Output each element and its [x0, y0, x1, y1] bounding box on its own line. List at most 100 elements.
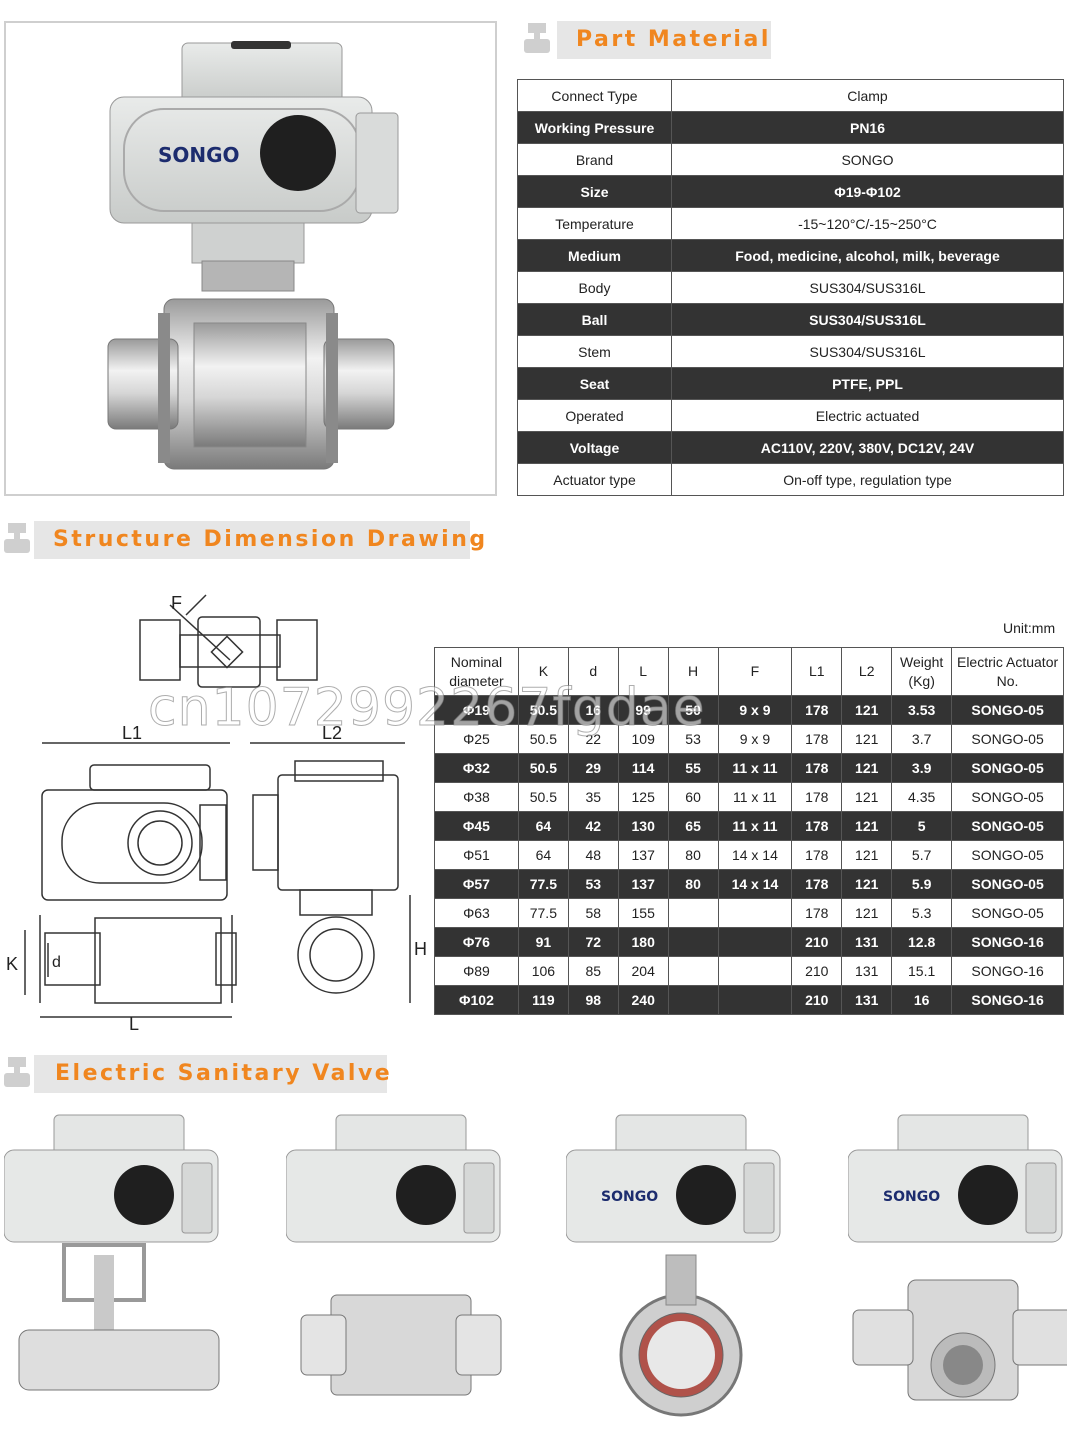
- table-cell: 178: [791, 811, 843, 841]
- hero-product-photo: SONGO: [4, 21, 497, 496]
- table-cell: [667, 956, 719, 986]
- table-cell: 77.5: [517, 869, 569, 899]
- table-cell: Φ76: [434, 927, 519, 957]
- table-cell: 178: [791, 869, 843, 899]
- table-cell: 35: [567, 782, 619, 812]
- section-title: Part Material: [576, 27, 771, 52]
- table-cell: 9 x 9: [717, 724, 793, 754]
- table-cell: 3.9: [891, 753, 953, 783]
- table-cell: 121: [841, 695, 893, 725]
- table-cell: 121: [841, 898, 893, 928]
- table-cell: Φ45: [434, 811, 519, 841]
- unit-label: Unit:mm: [1003, 620, 1056, 636]
- section-title: Structure Dimension Drawing: [53, 527, 488, 552]
- table-cell: 178: [791, 782, 843, 812]
- table-cell: 178: [791, 840, 843, 870]
- table-cell: Φ102: [434, 985, 519, 1015]
- table-cell: 210: [791, 956, 843, 986]
- table-cell: 3.7: [891, 724, 953, 754]
- table-cell: 119: [517, 985, 569, 1015]
- table-cell: 204: [617, 956, 669, 986]
- table-cell: 131: [841, 985, 893, 1015]
- structure-drawing-header: Structure Dimension Drawing: [34, 521, 485, 559]
- structure-drawing: F L1 L2 K d L H: [6, 593, 427, 1034]
- table-cell: 121: [841, 869, 893, 899]
- table-cell: Φ38: [434, 782, 519, 812]
- material-value: SUS304/SUS316L: [671, 303, 1064, 336]
- table-cell: 210: [791, 985, 843, 1015]
- material-value: SUS304/SUS316L: [671, 335, 1064, 368]
- table-cell: SONGO-05: [951, 811, 1064, 841]
- valve-photo: SONGO: [565, 1105, 796, 1425]
- material-key: Actuator type: [517, 463, 672, 496]
- material-key: Working Pressure: [517, 111, 672, 144]
- dim-label-l: L: [129, 1014, 139, 1034]
- table-cell: 98: [567, 985, 619, 1015]
- valve-icon: [4, 1055, 30, 1091]
- table-cell: 64: [517, 840, 569, 870]
- material-key: Brand: [517, 143, 672, 176]
- table-cell: 16: [567, 695, 619, 725]
- table-cell: 5: [891, 811, 953, 841]
- dim-label-h: H: [414, 939, 427, 959]
- table-cell: SONGO-05: [951, 840, 1064, 870]
- table-cell: 121: [841, 753, 893, 783]
- electric-valve-header: Electric Sanitary Valve: [34, 1055, 390, 1093]
- table-cell: Φ63: [434, 898, 519, 928]
- table-cell: [717, 956, 793, 986]
- valve-photo: SONGO: [847, 1105, 1067, 1425]
- table-cell: 5.3: [891, 898, 953, 928]
- part-material-header: Part Material: [557, 21, 771, 59]
- table-cell: 121: [841, 782, 893, 812]
- table-cell: 130: [617, 811, 669, 841]
- table-cell: 9 x 9: [717, 695, 793, 725]
- material-key: Body: [517, 271, 672, 304]
- column-header: L2: [841, 647, 893, 696]
- material-key: Stem: [517, 335, 672, 368]
- dim-label-l1: L1: [122, 723, 142, 743]
- table-cell: 55: [667, 753, 719, 783]
- table-cell: 137: [617, 840, 669, 870]
- table-cell: 106: [517, 956, 569, 986]
- valve-icon: [524, 21, 550, 57]
- material-value: On-off type, regulation type: [671, 463, 1064, 496]
- table-cell: 121: [841, 811, 893, 841]
- table-cell: 178: [791, 695, 843, 725]
- table-cell: 16: [891, 985, 953, 1015]
- table-cell: Φ25: [434, 724, 519, 754]
- table-cell: 72: [567, 927, 619, 957]
- table-cell: 42: [567, 811, 619, 841]
- column-header: F: [717, 647, 793, 696]
- table-cell: 131: [841, 956, 893, 986]
- table-cell: 60: [667, 782, 719, 812]
- dim-label-l2: L2: [322, 723, 342, 743]
- table-cell: SONGO-05: [951, 869, 1064, 899]
- table-cell: 50: [667, 695, 719, 725]
- table-cell: [667, 927, 719, 957]
- table-cell: SONGO-05: [951, 695, 1064, 725]
- column-header: L: [617, 647, 669, 696]
- table-cell: Φ19: [434, 695, 519, 725]
- material-value: Electric actuated: [671, 399, 1064, 432]
- column-header: L1: [791, 647, 843, 696]
- material-value: PTFE, PPL: [671, 367, 1064, 400]
- table-cell: 178: [791, 753, 843, 783]
- material-value: SUS304/SUS316L: [671, 271, 1064, 304]
- table-cell: SONGO-05: [951, 753, 1064, 783]
- songo-logo: SONGO: [601, 1189, 658, 1205]
- table-cell: 11 x 11: [717, 782, 793, 812]
